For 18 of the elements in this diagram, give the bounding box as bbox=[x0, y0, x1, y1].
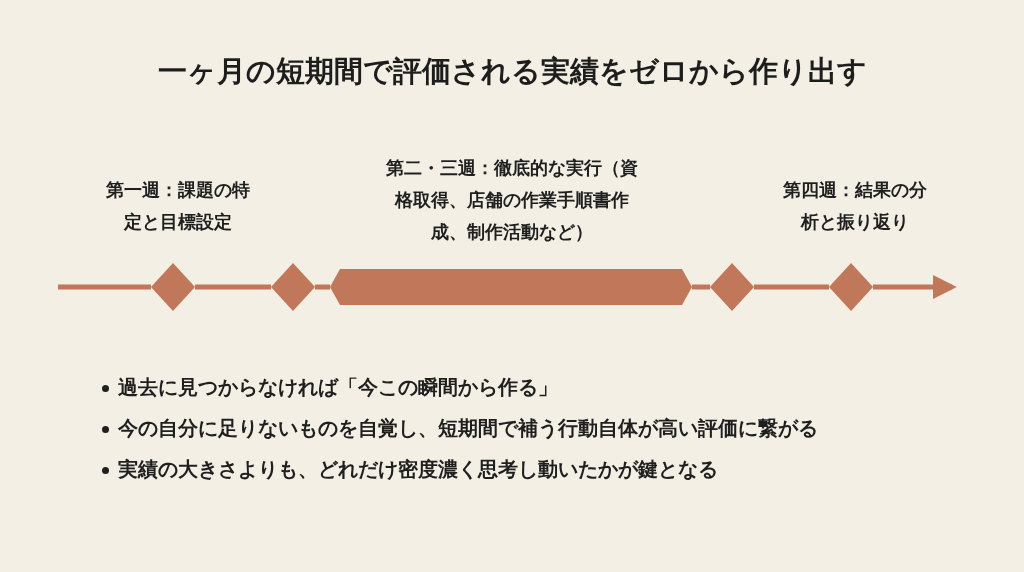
timeline-line bbox=[195, 284, 271, 290]
timeline-line bbox=[58, 284, 151, 290]
title: 一ヶ月の短期間で評価される実績をゼロから作り出す bbox=[156, 53, 868, 90]
diamond-marker bbox=[710, 263, 754, 311]
timeline-line bbox=[315, 284, 330, 290]
phase-label: 第二・三週：徹底的な実行（資格取得、店舗の作業手順書作成、制作活動など） bbox=[385, 156, 639, 244]
phase-label: 第四週：結果の分析と振り返り bbox=[782, 178, 928, 234]
arrow bbox=[873, 275, 957, 299]
bullet-text: 今の自分に足りないものを自覚し、短期間で補う行動自体が高い評価に繋がる bbox=[118, 415, 818, 442]
diamond-marker bbox=[271, 263, 315, 311]
phase-label: 第一週：課題の特定と目標設定 bbox=[105, 178, 251, 234]
bullet-text: 過去に見つからなければ「今この瞬間から作る」 bbox=[118, 374, 558, 401]
phase-bar bbox=[330, 269, 692, 305]
diamond-marker bbox=[829, 263, 873, 311]
timeline-line bbox=[692, 284, 710, 290]
timeline-line bbox=[754, 284, 829, 290]
bullet-text: 実績の大きさよりも、どれだけ密度濃く思考し動いたかが鍵となる bbox=[118, 456, 718, 483]
diamond-marker bbox=[151, 263, 195, 311]
